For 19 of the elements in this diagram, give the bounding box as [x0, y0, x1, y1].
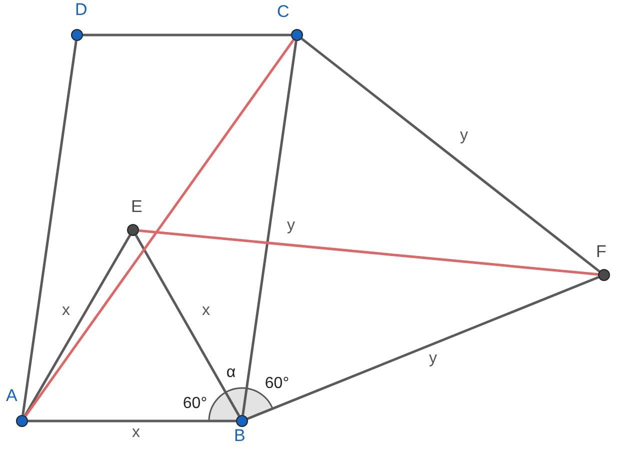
angle-label: 60° [264, 376, 290, 392]
angle-label: α [226, 365, 236, 381]
line-segment [138, 229, 598, 276]
line-segment [134, 234, 240, 416]
angle-label: 60° [182, 396, 208, 412]
point-label: B [234, 427, 246, 444]
line-segment [300, 38, 600, 272]
point-label: E [131, 198, 142, 215]
point-label: C [277, 3, 290, 20]
point-label: A [6, 387, 18, 404]
line-segment [24, 39, 295, 417]
line-segment [242, 40, 298, 416]
line-segment [83, 34, 291, 36]
line-segment [24, 234, 132, 416]
line-segment [22, 40, 78, 416]
point-label: D [75, 1, 88, 18]
line-segment [28, 420, 236, 422]
point-label: F [596, 243, 606, 260]
line-segment [247, 276, 599, 420]
